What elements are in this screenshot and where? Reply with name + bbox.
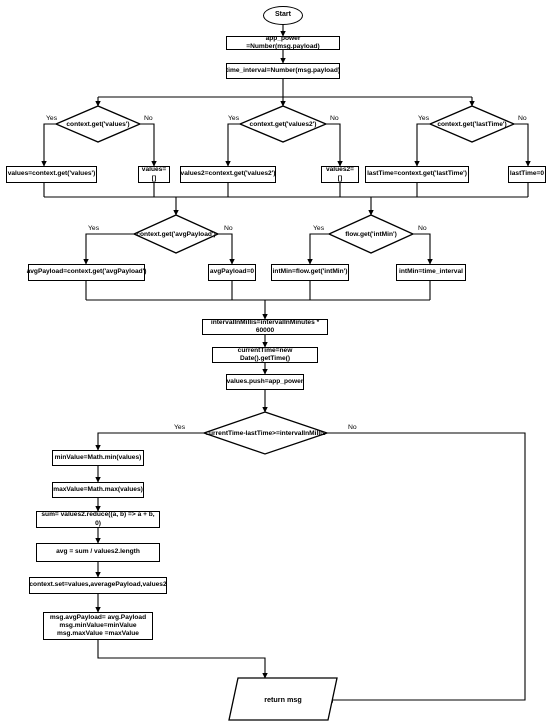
step-values-yes: values=context.get('values') [6, 166, 97, 183]
step-values2-no: values2=[] [321, 166, 359, 183]
decision-avg-payload: context.get('avgPayload') [136, 230, 216, 238]
edge-lasttime-yes [414, 123, 430, 167]
label-yes-timecheck: Yes [174, 424, 186, 431]
step-intmin-yes: intMin=flow.get('intMin') [271, 264, 349, 281]
decision-timecheck-shape [202, 411, 330, 455]
edge-avg-yes [83, 233, 134, 265]
label-no-values2: No [330, 115, 339, 122]
step-context-set: context.set=values,averagePayload,values… [29, 577, 167, 594]
output-shape [228, 677, 338, 721]
edge-intmin-no [413, 233, 433, 265]
step-intmin-no: intMin=time_interval [396, 264, 466, 281]
start-terminal: Start [263, 6, 303, 25]
edge-values2-no [326, 123, 343, 167]
step-avg-no: avgPayload=0 [208, 264, 256, 281]
label-no-avg: No [224, 225, 233, 232]
edge-avg-no [218, 233, 235, 265]
step-app-power: app_power =Number(msg.payload) [226, 35, 340, 50]
edge-to-return [97, 640, 268, 679]
step-lasttime-no: lastTime=0 [508, 166, 546, 183]
decision-last-time: context.get('lastTime') [437, 120, 507, 128]
edge-lasttime-no [514, 123, 531, 167]
step-lasttime-yes: lastTime=context.get('lastTime') [365, 166, 469, 183]
decision-values2-shape [238, 105, 328, 143]
label-yes-values: Yes [46, 115, 58, 122]
edge-values-yes [41, 123, 56, 167]
edge-timecheck-yes [95, 432, 204, 451]
label-no-intmin: No [418, 225, 427, 232]
step-values-no: values=[] [138, 166, 170, 183]
step-avg-yes: avgPayload=context.get('avgPayload') [27, 264, 146, 281]
decision-int-min: flow.get('intMin') [345, 230, 397, 238]
label-yes-avg: Yes [88, 225, 100, 232]
step-min-value: minValue=Math.min(values) [52, 450, 144, 466]
decision-values2: context.get('values2') [249, 120, 317, 128]
step-msg-assign: msg.avgPayload= avg.Payload msg.minValue… [43, 612, 153, 640]
edge-intmin-yes [307, 233, 329, 265]
step-avg: avg = sum / values2.length [36, 543, 160, 562]
decision-values: context.get('values') [66, 120, 130, 128]
step-sum: sum= values2.reduce((a, b) => a + b, 0) [36, 511, 160, 528]
step-interval-millis: intervalInMillis=intervalInMinutes * 600… [202, 319, 328, 335]
step-max-value: maxValue=Math.max(values) [52, 482, 144, 498]
decision-intmin-shape [327, 214, 415, 254]
step-time-interval: time_interval=Number(msg.payload) [226, 63, 340, 79]
step-values-push: values.push=app_power [226, 374, 304, 390]
output-return-msg: return msg [264, 694, 302, 704]
label-yes-values2: Yes [228, 115, 240, 122]
decision-avgpayload-shape [132, 214, 220, 254]
step-values2-yes: values2=context.get('values2') [180, 166, 276, 183]
label-no-timecheck: No [348, 424, 357, 431]
edge-values2-yes [225, 123, 240, 167]
decision-time-check: currentTime-lastTime>=intervalInMillis [205, 429, 326, 437]
label-yes-lasttime: Yes [418, 115, 430, 122]
label-yes-intmin: Yes [313, 225, 325, 232]
decision-lasttime-shape [428, 105, 516, 143]
label-no-values: No [144, 115, 153, 122]
edge-values-no [140, 123, 157, 167]
label-no-lasttime: No [518, 115, 527, 122]
step-current-time: currentTime=new Date().getTime() [212, 347, 318, 363]
decision-values-shape [54, 105, 142, 143]
edge-timecheck-no [327, 432, 526, 703]
